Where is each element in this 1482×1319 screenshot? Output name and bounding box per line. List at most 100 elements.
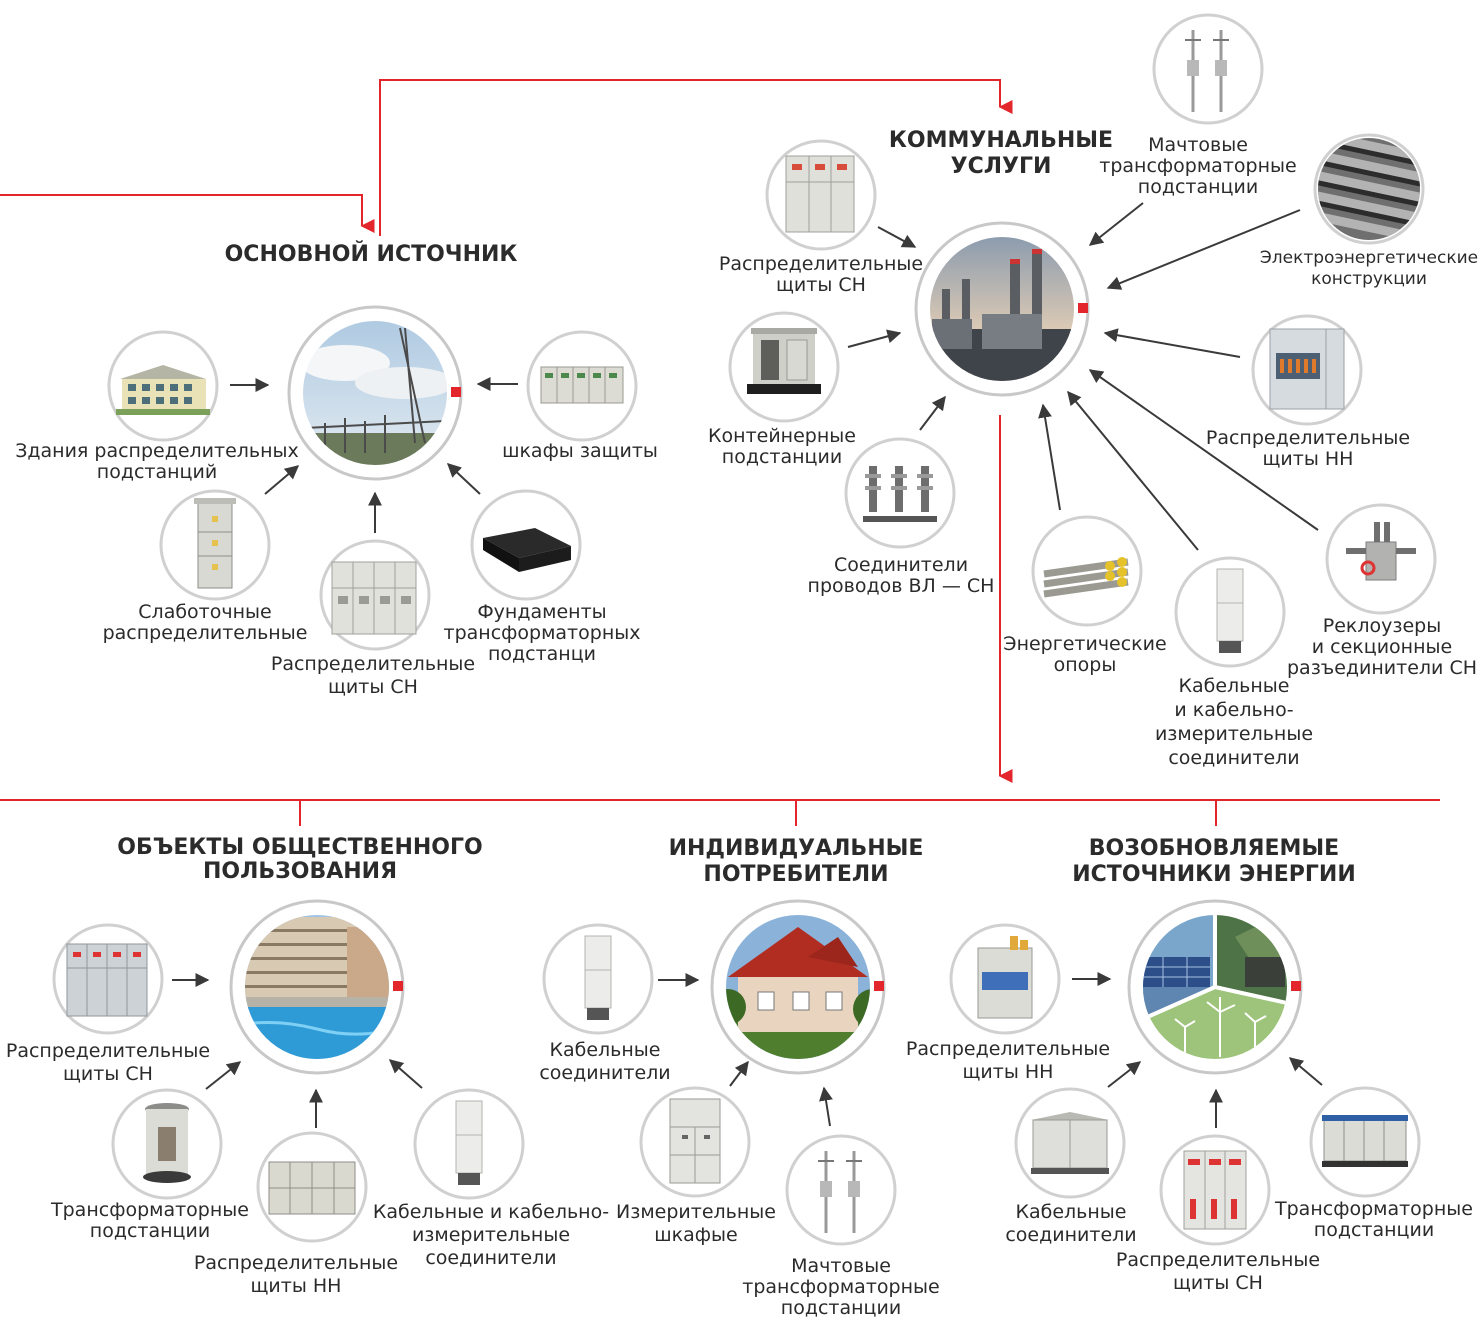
low-current-cabinet-icon — [159, 489, 271, 601]
label-line: подстанции — [1137, 176, 1259, 198]
label-line: щиты СН — [776, 274, 866, 296]
label-line: шкафы защиты — [502, 440, 658, 462]
label-line: щиты НН — [1262, 448, 1354, 470]
label-ren-cable-connectors: Кабельные соединители — [996, 1201, 1146, 1247]
label-ren-mv-switchboards: Распределительные щиты СН — [1110, 1249, 1326, 1295]
foundation-icon — [470, 489, 582, 601]
recloser-icon — [1325, 503, 1437, 615]
heading-public-line-2: ПОЛЬЗОВАНИЯ — [202, 859, 398, 884]
label-line: и кабельно- — [1174, 699, 1294, 721]
mv-switchboard-icon — [1159, 1134, 1271, 1246]
protection-cabinet-icon — [526, 330, 638, 442]
heading-individual: ИНДИВИДУАЛЬНЫЕ ПОТРЕБИТЕЛИ — [646, 836, 946, 888]
mv-switchboard-icon — [765, 139, 877, 251]
label-line: Кабельные и кабельно- — [372, 1201, 610, 1223]
metering-cabinet-icon — [639, 1086, 751, 1198]
heading-main-source: ОСНОВНОЙ ИСТОЧНИК — [224, 242, 518, 267]
label-line: Кабельные — [1015, 1201, 1127, 1223]
mv-switchboard-icon — [52, 923, 164, 1035]
label-line: Распределительные — [5, 1040, 211, 1062]
label-line: Энергетические — [1003, 633, 1167, 655]
label-line: измерительные — [411, 1224, 571, 1246]
label-line: подстанци — [487, 643, 597, 665]
label-line: Трансформаторные — [1275, 1198, 1473, 1220]
compact-substation-icon — [1014, 1087, 1126, 1199]
label-line: Слаботочные — [138, 601, 272, 623]
lv-switchboard-icon — [949, 923, 1061, 1035]
label-line: измерительные — [1154, 723, 1314, 745]
label-line: Измерительные — [616, 1201, 776, 1223]
label-main-protection-cabinets: шкафы защиты — [490, 441, 670, 462]
label-line: Мачтовые — [1148, 134, 1248, 156]
container-substation-icon — [728, 311, 840, 423]
label-ren-lv-switchboards: Распределительные щиты НН — [900, 1038, 1116, 1084]
label-line: подстанций — [96, 461, 218, 483]
kiosk-substation-icon — [111, 1088, 223, 1200]
label-public-transformer-substations: Трансформаторные подстанции — [44, 1200, 256, 1242]
label-ren-transformer-substations: Трансформаторные подстанции — [1268, 1199, 1480, 1241]
red-line-left-to-main — [0, 194, 375, 233]
heading-utilities-line-2: УСЛУГИ — [950, 154, 1052, 179]
label-main-low-current: Слаботочные распределительные — [95, 602, 315, 644]
heading-renewable-line-2: ИСТОЧНИКИ ЭНЕРГИИ — [1072, 862, 1356, 887]
label-line: трансформаторных — [443, 622, 641, 644]
label-line: конструкции — [1311, 269, 1427, 289]
heading-renewable-line-1: ВОЗОБНОВЛЯЕМЫЕ — [1088, 836, 1340, 861]
label-line: распределительные — [102, 622, 308, 644]
label-line: щиты СН — [63, 1063, 153, 1085]
utilities-hub — [914, 221, 1090, 397]
label-line: Мачтовые — [791, 1255, 891, 1277]
label-util-container-substations: Контейнерные подстанции — [700, 426, 864, 468]
label-line: соединители — [1168, 747, 1300, 769]
pole-transformer-icon — [785, 1134, 897, 1246]
heading-utilities-line-1: КОММУНАЛЬНЫЕ — [888, 128, 1114, 153]
label-ind-metering-cabinets: Измерительные шкафые — [608, 1201, 784, 1247]
building-icon — [107, 330, 219, 442]
cable-cabinet-icon — [1174, 556, 1286, 668]
label-line: Распределительные — [1205, 427, 1411, 449]
label-line: трансформаторные — [1099, 155, 1297, 177]
label-util-pole-transformer: Мачтовые трансформаторные подстанции — [1095, 135, 1301, 198]
label-line: Распределительные — [193, 1252, 399, 1274]
heading-public: ОБЪЕКТЫ ОБЩЕСТВЕННОГО ПОЛЬЗОВАНИЯ — [100, 836, 500, 884]
label-line: Здания распределительных — [15, 440, 299, 462]
label-line: трансформаторные — [742, 1276, 940, 1298]
cable-cabinet-icon — [413, 1088, 525, 1200]
label-public-mv-switchboards: Распределительные щиты СН — [0, 1040, 216, 1086]
heading-individual-line-1: ИНДИВИДУАЛЬНЫЕ — [668, 836, 924, 861]
label-main-buildings: Здания распределительных подстанций — [10, 441, 304, 483]
label-line: щиты НН — [250, 1275, 342, 1297]
label-util-line-connectors: Соединители проводов ВЛ — СН — [796, 555, 1006, 597]
label-public-lv-switchboards: Распределительные щиты НН — [188, 1252, 404, 1298]
label-line: щиты СН — [328, 676, 418, 698]
label-util-cable-connectors: Кабельные и кабельно- измерительные соед… — [1144, 674, 1324, 770]
label-line: Кабельные — [549, 1039, 661, 1061]
concrete-poles-icon — [1031, 515, 1143, 627]
label-line: Фундаменты — [477, 601, 607, 623]
label-line: Распределительные — [718, 253, 924, 275]
label-ind-pole-transformer: Мачтовые трансформаторные подстанции — [736, 1256, 946, 1319]
label-line: Распределительные — [905, 1038, 1111, 1060]
container-substation-icon — [1309, 1086, 1421, 1198]
label-util-lv-switchboards: Распределительные щиты НН — [1200, 428, 1416, 470]
steel-structure-icon — [1313, 133, 1425, 245]
label-line: Распределительные — [1115, 1249, 1321, 1271]
heading-public-line-1: ОБЪЕКТЫ ОБЩЕСТВЕННОГО — [117, 835, 483, 860]
label-line: щиты СН — [1173, 1272, 1263, 1294]
heading-individual-line-2: ПОТРЕБИТЕЛИ — [703, 862, 889, 887]
label-line: подстанции — [1313, 1219, 1435, 1241]
label-line: Кабельные — [1178, 675, 1290, 697]
lv-switchboard-icon — [256, 1131, 368, 1243]
heading-utilities: КОММУНАЛЬНЫЕ УСЛУГИ — [880, 128, 1122, 180]
red-line-main-to-utilities — [379, 79, 1013, 236]
label-line: подстанции — [780, 1297, 902, 1319]
label-line: Электроэнергетические — [1259, 248, 1479, 268]
pole-transformer-icon — [1152, 13, 1264, 125]
line-connector-icon — [844, 437, 956, 549]
label-line: шкафые — [654, 1224, 738, 1246]
label-public-cable-connectors: Кабельные и кабельно- измерительные соед… — [366, 1201, 616, 1270]
label-line: опоры — [1053, 654, 1117, 676]
label-line: подстанции — [89, 1220, 211, 1242]
label-line: Соединители — [833, 554, 969, 576]
main-source-hub — [287, 305, 463, 481]
